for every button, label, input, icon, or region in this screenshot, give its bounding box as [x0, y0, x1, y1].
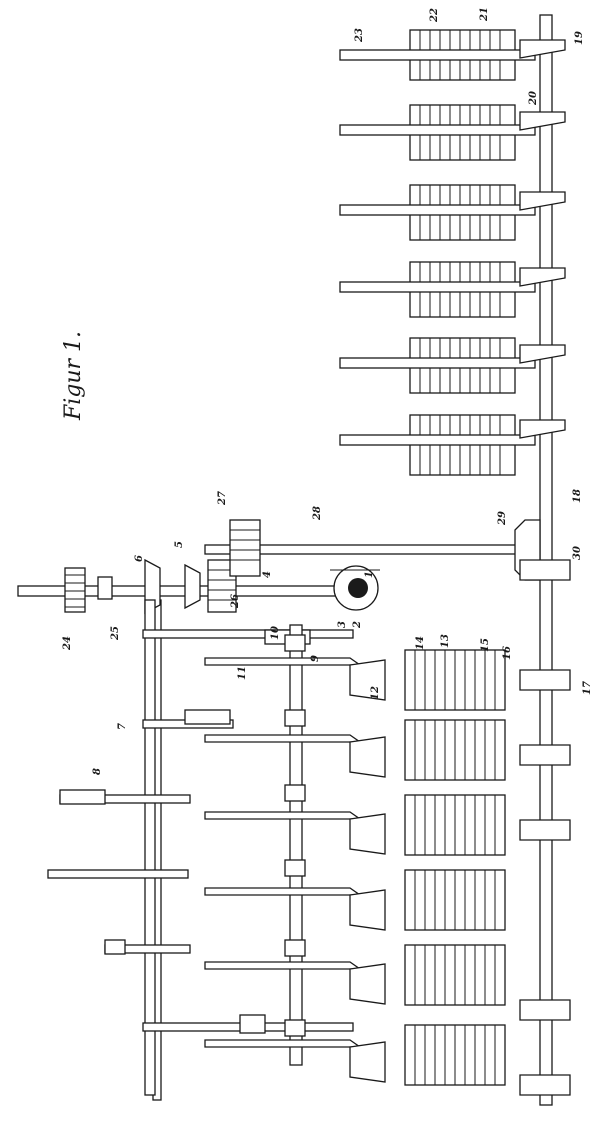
bevel-gears-12	[349, 659, 386, 1083]
gear-24	[64, 567, 86, 613]
label-17: 17	[582, 681, 593, 695]
label-4: 4	[262, 571, 273, 578]
bevel-gears-19-20	[519, 39, 566, 439]
label-12: 12	[370, 686, 381, 700]
label-9: 9	[310, 655, 321, 662]
label-2: 2	[352, 621, 363, 629]
gear-5	[184, 563, 201, 610]
label-8: 8	[92, 768, 103, 775]
gear-27	[229, 519, 261, 577]
label-13: 13	[440, 634, 451, 648]
label-11: 11	[237, 666, 248, 680]
gears-8	[47, 629, 354, 1034]
wheels-11	[204, 657, 363, 1048]
label-28: 28	[312, 506, 323, 521]
label-5: 5	[174, 541, 185, 548]
label-16: 16	[502, 646, 513, 660]
label-30: 30	[572, 546, 583, 560]
label-19: 19	[574, 31, 585, 45]
label-3: 3	[337, 621, 348, 628]
label-15: 15	[480, 638, 491, 652]
label-29: 29	[497, 511, 508, 526]
label-1: 1	[364, 571, 375, 578]
label-14: 14	[415, 636, 426, 650]
label-7: 7	[117, 723, 128, 730]
label-27: 27	[217, 491, 228, 506]
label-26: 26	[230, 594, 241, 609]
label-20: 20	[528, 91, 539, 106]
gear-25	[97, 576, 113, 600]
shaft-7	[144, 599, 156, 1096]
bevel-gears-17	[519, 559, 571, 1096]
callout-labels: 1 2 3 4 5 6 7 8 9 10 11 12 13 14 15 16 1…	[62, 7, 593, 775]
label-23: 23	[354, 28, 365, 43]
counter-drums-21	[409, 29, 516, 476]
counter-drums-13	[404, 649, 506, 1086]
label-6: 6	[134, 555, 145, 562]
label-18: 18	[572, 489, 583, 503]
label-21: 21	[479, 7, 490, 22]
figure-title: Figur 1.	[61, 331, 86, 421]
shaft-9-10	[284, 624, 306, 1066]
motor	[330, 565, 380, 611]
shafts-23	[339, 49, 536, 446]
label-25: 25	[110, 626, 121, 641]
label-24: 24	[62, 636, 73, 651]
label-22: 22	[429, 8, 440, 23]
label-10: 10	[270, 626, 281, 640]
